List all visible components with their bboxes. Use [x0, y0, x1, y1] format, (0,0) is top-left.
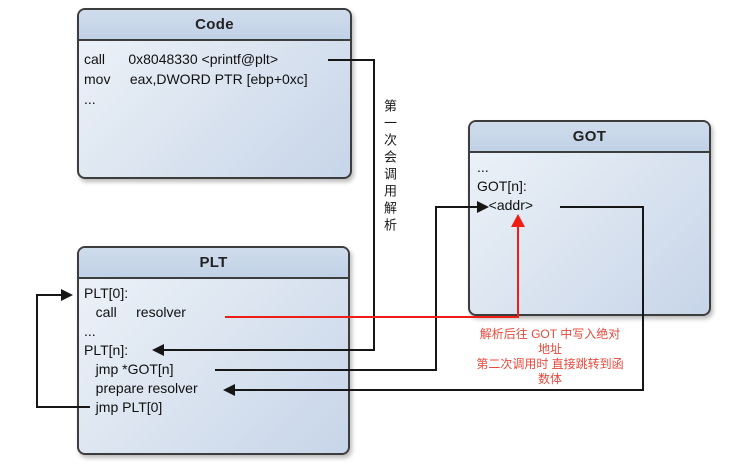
resolve-annotation: 解析后往 GOT 中写入绝对 地址 第二次调用时 直接跳转到函 数体 — [438, 327, 662, 387]
plt-line: prepare resolver — [84, 380, 198, 396]
code-line: call 0x8048330 <printf@plt> — [84, 51, 278, 67]
got-box-body: ... GOT[n]: <addr> — [470, 153, 709, 215]
resolve-annotation-line: 第二次调用时 直接跳转到函 — [476, 357, 624, 371]
plt-box-body: PLT[0]: call resolver ... PLT[n]: jmp *G… — [79, 279, 348, 417]
code-box-title: Code — [79, 10, 350, 41]
plt-line: call resolver — [84, 304, 186, 320]
got-box-title: GOT — [470, 122, 709, 153]
plt-line: PLT[n]: — [84, 342, 129, 358]
plt-box: PLT PLT[0]: call resolver ... PLT[n]: jm… — [77, 246, 350, 455]
plt-box-title: PLT — [79, 248, 348, 279]
resolve-annotation-line: 地址 — [537, 342, 562, 356]
plt-line: ... — [84, 323, 96, 339]
plt-line: jmp *GOT[n] — [84, 361, 174, 377]
arrowhead-right-icon — [61, 289, 73, 301]
code-box-body: call 0x8048330 <printf@plt> mov eax,DWOR… — [79, 41, 350, 109]
got-line: GOT[n]: — [477, 178, 527, 194]
code-box: Code call 0x8048330 <printf@plt> mov eax… — [77, 8, 352, 179]
plt-line: jmp PLT[0] — [84, 399, 163, 415]
resolve-annotation-line: 数体 — [537, 372, 562, 386]
code-line: ... — [84, 91, 96, 107]
got-line: ... — [477, 159, 489, 175]
got-box: GOT ... GOT[n]: <addr> — [468, 120, 711, 316]
plt-line: PLT[0]: — [84, 285, 129, 301]
code-line: mov eax,DWORD PTR [ebp+0xc] — [84, 71, 308, 87]
resolve-annotation-line: 解析后往 GOT 中写入绝对 — [479, 327, 621, 341]
got-line: <addr> — [477, 197, 534, 213]
first-call-note: 第一次会调用解析 — [382, 99, 397, 235]
